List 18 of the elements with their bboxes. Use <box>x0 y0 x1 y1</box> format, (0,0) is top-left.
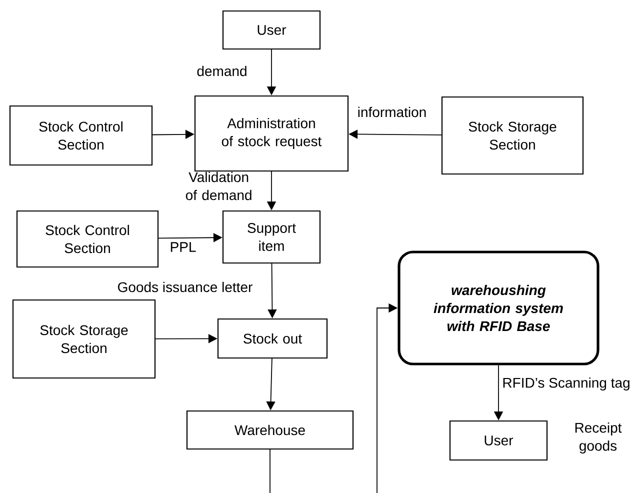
process-box: User <box>449 420 548 461</box>
edge-label: information <box>358 106 426 118</box>
edge-label: Goods issuance letter <box>118 282 252 292</box>
process-box: User <box>222 10 321 50</box>
edge-label: PPL <box>170 242 196 252</box>
edge-label: demand <box>197 66 246 76</box>
section-box: Stock Storage Section <box>441 96 584 175</box>
edge-label: RFID’s Scanning tag <box>503 377 630 391</box>
section-box: Stock Storage Section <box>12 299 156 379</box>
edge-label: Validation of demand <box>186 172 252 200</box>
system-box: warehoushing information system with RFID Base <box>398 250 600 366</box>
section-box: Stock Control Section <box>16 210 159 268</box>
process-box: Warehouse <box>186 410 354 450</box>
process-box: Support item <box>222 210 321 264</box>
section-box: Stock Control Section <box>9 105 153 166</box>
process-box: Administration of stock request <box>194 95 349 172</box>
process-box: Stock out <box>217 318 328 359</box>
note-text: Receipt goods <box>575 422 622 454</box>
